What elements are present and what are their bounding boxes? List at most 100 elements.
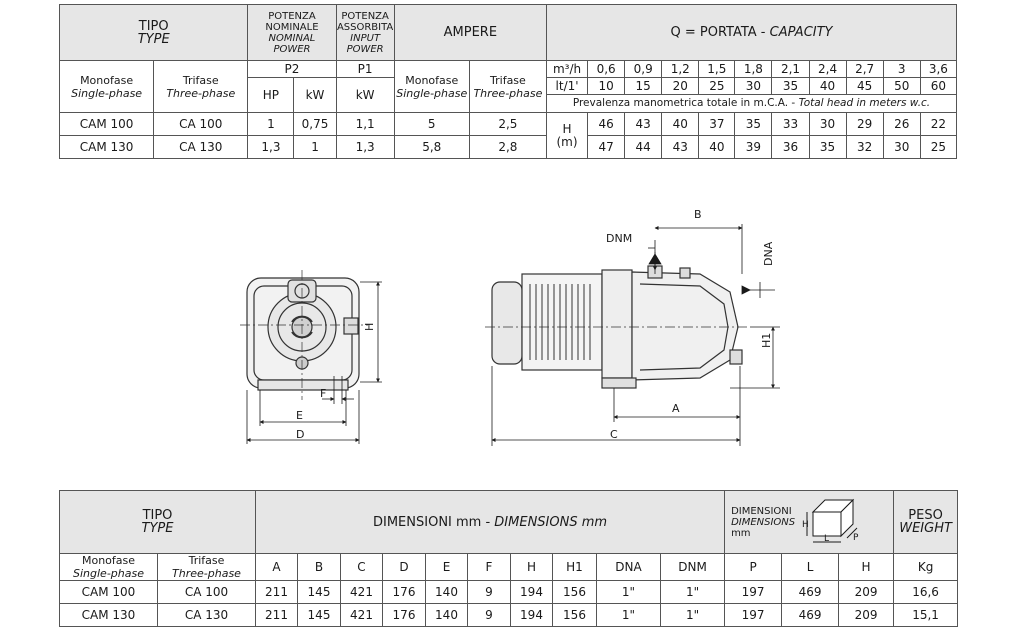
head-cell: 32 (845, 135, 884, 159)
lt-cell: 60 (919, 77, 958, 95)
lt-cell: 35 (771, 77, 810, 95)
dim-cell: 176 (382, 603, 426, 627)
head-cell: 43 (624, 112, 663, 136)
lt-cell: 15 (624, 77, 663, 95)
table-row: CAM 130 CA 130 1,3 1 1,3 5,8 2,8 47 44 4… (58, 135, 958, 159)
model-mono: CAM 130 (59, 603, 158, 627)
head-cell: 25 (919, 135, 958, 159)
nominal-power-header: POTENZA NOMINALE NOMINAL POWER (247, 4, 337, 61)
head-cell: 40 (698, 135, 736, 159)
box-dimensions-header: DIMENSIONI DIMENSIONS mm H L P (724, 490, 895, 554)
lt-cell: 45 (845, 77, 884, 95)
col-header: F (467, 553, 511, 581)
lt-cell: 20 (661, 77, 700, 95)
kw2-cell: 1 (293, 135, 337, 159)
model-mono: CAM 130 (58, 135, 155, 159)
amp-mono-cell: 5 (393, 112, 470, 136)
box-p-label: P (853, 533, 859, 543)
amp-mono-header: Monofase Single-phase (393, 60, 470, 113)
front-dimensions (246, 281, 382, 444)
dim-cell: 1" (596, 603, 661, 627)
dim-cell: 469 (781, 603, 840, 627)
dim-dnm-label: DNM (606, 232, 632, 245)
weight-cell: 16,6 (893, 580, 959, 604)
m3h-cell: 0,9 (624, 60, 663, 78)
head-cell: 39 (734, 135, 773, 159)
dim-f-label: F (320, 387, 326, 400)
amp-tri-cell: 2,8 (468, 135, 548, 159)
p1-header: P1 (335, 60, 395, 78)
box-icon: H L P (802, 498, 859, 544)
h-m-label: H (m) (545, 112, 589, 159)
col-header: C (340, 553, 383, 581)
head-cell: 35 (734, 112, 773, 136)
dim-cell: 197 (724, 603, 783, 627)
m3h-cell: 1,8 (734, 60, 773, 78)
dim-cell: 1" (596, 580, 661, 604)
trifase-header: Trifase Three-phase (157, 553, 256, 581)
column-header-row: Monofase Single-phase Trifase Three-phas… (59, 553, 959, 581)
lt-row: HP kW kW lt/1' 10 15 20 25 30 35 40 45 5… (60, 77, 958, 113)
lt-cell: 30 (734, 77, 773, 95)
amp-mono-cell: 5,8 (393, 135, 470, 159)
dim-cell: 211 (255, 580, 298, 604)
m3h-cell: 1,2 (661, 60, 700, 78)
front-view (240, 270, 368, 400)
dim-cell: 209 (838, 603, 895, 627)
m3h-cell: 3,6 (919, 60, 958, 78)
head-cell: 36 (771, 135, 810, 159)
dim-cell: 421 (340, 580, 383, 604)
model-tri: CA 130 (153, 135, 249, 159)
m3h-cell: 2,7 (845, 60, 884, 78)
tipo-header: TIPO TYPE (59, 490, 256, 554)
dim-cell: 9 (467, 603, 511, 627)
input-power-header: POTENZA ASSORBITA INPUT POWER (335, 4, 395, 61)
dim-h1-label: H1 (760, 333, 773, 348)
box-l-label: L (824, 534, 829, 544)
dim-cell: 194 (510, 580, 553, 604)
lt-cell: 40 (808, 77, 847, 95)
dim-cell: 1" (659, 603, 726, 627)
m3h-cell: 1,5 (698, 60, 736, 78)
dim-cell: 421 (340, 603, 383, 627)
col-header: DNM (659, 553, 726, 581)
col-header: B (297, 553, 341, 581)
m3h-row: Monofase Single-phase Trifase Three-phas… (58, 60, 958, 113)
head-cell: 47 (587, 135, 626, 159)
col-header: DNA (596, 553, 661, 581)
table-row: CAM 100 CA 100 1 0,75 1,1 5 2,5 H (m) 46… (58, 112, 958, 159)
head-cell: 40 (661, 112, 700, 136)
col-header: H (838, 553, 895, 581)
capacity-header: Q = PORTATA - CAPACITY (546, 4, 957, 61)
dim-cell: 156 (552, 603, 597, 627)
dimensions-table: TIPO TYPE DIMENSIONI mm - DIMENSIONS mm … (59, 490, 959, 627)
ampere-header: AMPERE (393, 4, 548, 61)
head-cell: 30 (808, 112, 847, 136)
amp-tri-header: Trifase Three-phase (468, 60, 548, 113)
box-h-label: H (802, 520, 809, 530)
col-header: H (510, 553, 553, 581)
m3h-label: m³/h (545, 60, 589, 78)
table-row: CAM 100 CA 100 211 145 421 176 140 9 194… (59, 580, 959, 604)
kw2-header: kW (293, 77, 337, 113)
tipo-header: TIPO TYPE (58, 4, 249, 61)
amp-tri-cell: 2,5 (468, 112, 548, 136)
dim-cell: 211 (255, 603, 298, 627)
kw1-cell: 1,1 (335, 112, 395, 136)
dim-cell: 140 (425, 580, 468, 604)
dim-cell: 145 (297, 580, 341, 604)
dim-cell: 145 (297, 603, 341, 627)
dim-cell: 1" (659, 580, 726, 604)
model-tri: CA 100 (157, 580, 256, 604)
dim-cell: 469 (781, 580, 840, 604)
p2-header: P2 (247, 60, 337, 78)
dim-c-label: C (610, 428, 618, 441)
monofase-header: Monofase Single-phase (58, 60, 155, 113)
model-mono: CAM 100 (59, 580, 158, 604)
side-view (485, 265, 750, 389)
dim-h-label: H (363, 323, 376, 331)
dim-dna-label: DNA (762, 241, 775, 266)
hp-cell: 1,3 (247, 135, 295, 159)
col-header: P (724, 553, 783, 581)
table-row: CAM 130 CA 130 211 145 421 176 140 9 194… (59, 603, 959, 627)
